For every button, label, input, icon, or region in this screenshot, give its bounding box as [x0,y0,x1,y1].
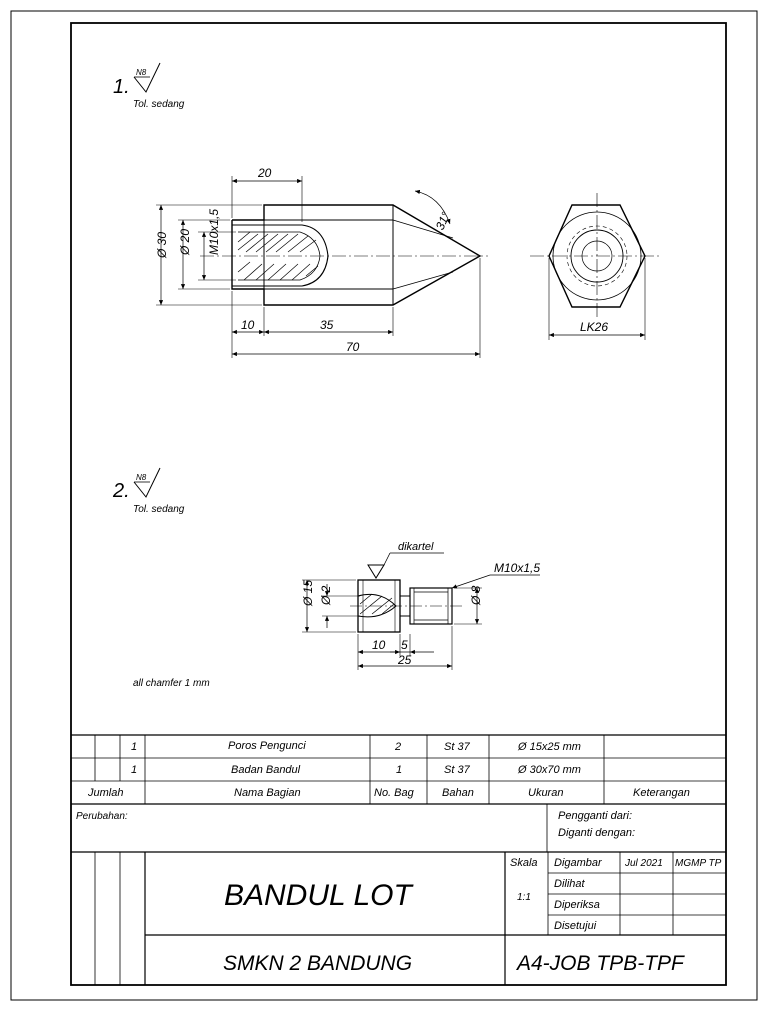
title-block [71,804,726,985]
dim-25: 25 [397,653,412,667]
knurl-symbol-icon [367,564,385,579]
part1-roughness: N8 [136,68,147,77]
date-value: Jul 2021 [624,858,663,869]
row1-size: Ø 15x25 mm [517,741,581,753]
dim-thread-m10: M10x1,5 [207,209,221,255]
dim-5: 5 [401,638,408,652]
roughness-symbol-icon [133,62,161,93]
dim-10: 10 [241,318,255,332]
perubahan-label: Perubahan: [76,811,128,822]
dim-lk26: LK26 [580,320,608,334]
part1-side-view [200,204,488,306]
roughness-symbol-icon [133,467,161,498]
table-row: 1 Poros Pengunci 2 St 37 Ø 15x25 mm [131,740,581,753]
part1-hex-view: LK26 [530,193,662,340]
part1-dimensions: 20 31° Ø 30 Ø 20 M10x1,5 10 35 70 [155,166,481,358]
dim-d2: Ø 2 [319,585,333,606]
part2-header: 2. N8 Tol. sedang [112,467,185,515]
header-jumlah: Jumlah [87,787,123,799]
part2-view: dikartel M10x1,5 [350,541,540,633]
dilihat-label: Dilihat [554,878,586,890]
row2-size: Ø 30x70 mm [517,764,581,776]
drawing-frame [70,22,727,986]
thread-hatching [237,231,319,281]
part1-number: 1. [113,76,130,98]
dim-d8: Ø 8 [469,585,483,606]
school-name: SMKN 2 BANDUNG [223,952,412,975]
outer-border [10,10,758,1001]
header-nobag: No. Bag [374,787,415,799]
knurl-note: dikartel [398,541,434,553]
part2-thread: M10x1,5 [494,561,540,575]
part2-dimensions: Ø 15 Ø 2 Ø 8 10 5 25 [301,580,483,670]
part2-number: 2. [112,480,130,502]
dim-d20-left: Ø 20 [178,229,192,256]
dim-angle: 31° [433,210,453,233]
chamfer-note: all chamfer 1 mm [133,678,210,689]
skala-label: Skala [510,857,538,869]
row2-name: Badan Bandul [231,764,301,776]
row2-no: 1 [396,764,402,776]
dim-20-top: 20 [257,166,272,180]
row2-material: St 37 [444,764,471,776]
drawing-title: BANDUL LOT [224,879,415,912]
row1-material: St 37 [444,741,471,753]
header-nama: Nama Bagian [234,787,301,799]
dim-10-part2: 10 [372,638,386,652]
disetujui-label: Disetujui [554,920,597,932]
part2-tolerance: Tol. sedang [133,504,185,515]
row1-no: 2 [394,741,401,753]
part1-tolerance: Tol. sedang [133,99,185,110]
row1-qty: 1 [131,741,137,753]
part2-roughness: N8 [136,473,147,482]
header-ukuran: Ukuran [528,787,563,799]
dim-35: 35 [320,318,334,332]
diperiksa-label: Diperiksa [554,899,600,911]
part1-header: 1. N8 Tol. sedang [113,62,185,110]
dim-d30: Ø 30 [155,232,169,259]
table-header: Jumlah Nama Bagian No. Bag Bahan Ukuran … [87,787,690,799]
dim-70: 70 [346,340,360,354]
parts-list-table [71,734,726,805]
author-value: MGMP TP [675,858,722,869]
diganti-label: Diganti dengan: [558,827,635,839]
pengganti-label: Pengganti dari: [558,810,632,822]
skala-value: 1:1 [517,892,531,903]
header-keterangan: Keterangan [633,787,690,799]
row2-qty: 1 [131,764,137,776]
digambar-label: Digambar [554,857,603,869]
table-row: 1 Badan Bandul 1 St 37 Ø 30x70 mm [131,764,581,776]
row1-name: Poros Pengunci [228,740,306,752]
drawing-code: A4-JOB TPB-TPF [515,952,685,975]
header-bahan: Bahan [442,787,474,799]
dim-d15: Ø 15 [301,580,315,607]
